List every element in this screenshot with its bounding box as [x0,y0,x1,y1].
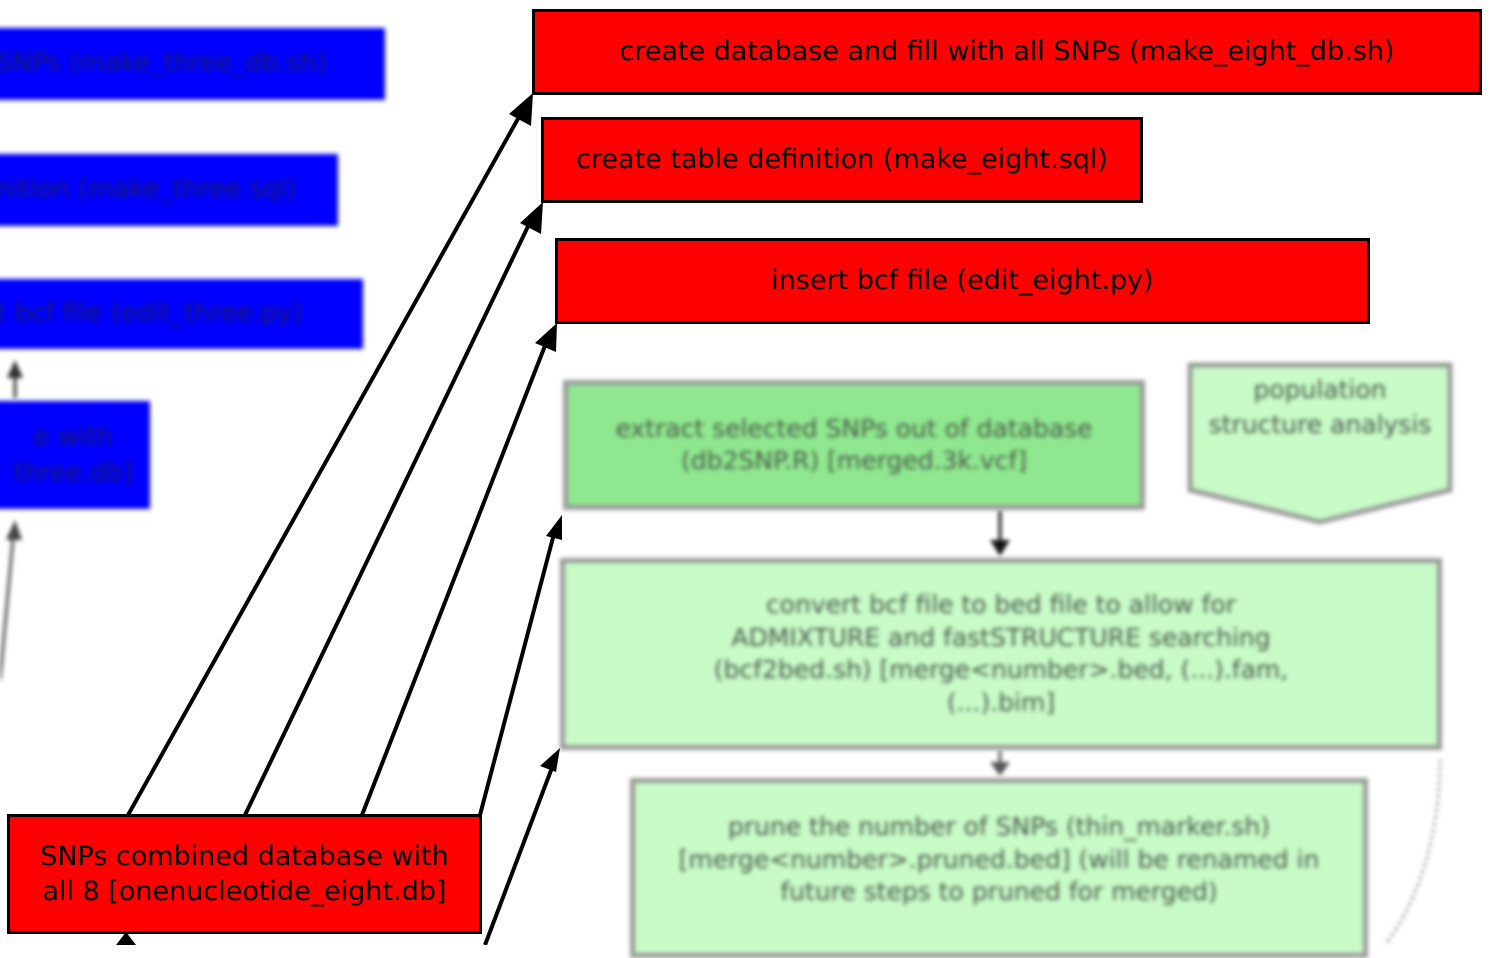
blue-node-combined-db: e with three.db] [0,401,150,509]
arrowhead-extract [546,515,562,540]
combined-database-label: SNPs combined database with all 8 [onenu… [40,841,449,907]
insert-bcf-label: insert bcf file (edit_eight.py) [771,265,1154,297]
create-table-node: create table definition (make_eight.sql) [541,117,1143,203]
blue-node-insert-bcf: t bcf file (edit_three.py) [0,279,363,349]
blue-node-create-table: nition (make_three.sql) [0,154,338,226]
create-database-node: create database and fill with all SNPs (… [532,9,1482,95]
convert-bcf-label: convert bcf file to bed file to allow fo… [713,590,1289,717]
arrowhead-combined-db [116,932,136,945]
population-structure-shape [1187,362,1453,525]
edge-to-blue-4 [0,527,16,681]
blue-node-combined-db-label: e with three.db] [12,422,134,488]
blue-node-create-table-label: nition (make_three.sql) [0,174,297,205]
create-table-label: create table definition (make_eight.sql) [576,144,1108,176]
blue-node-create-db: SNPs (make_three_db.sh) [0,28,385,100]
convert-bcf-node: convert bcf file to bed file to allow fo… [560,558,1442,750]
edge-combined-to-create-db [126,107,526,816]
arrowhead-blue-4 [6,520,22,540]
prune-snps-node: prune the number of SNPs (thin_marker.sh… [630,778,1368,958]
population-structure-label: population structure analysis [1208,375,1432,439]
insert-bcf-node: insert bcf file (edit_eight.py) [555,238,1370,324]
edge-combined-to-create-table [243,215,535,816]
edge-combined-to-insert-bcf [360,337,550,816]
combined-database-node: SNPs combined database with all 8 [onenu… [7,814,482,934]
arrowhead-insert-bcf [535,323,557,352]
edge-combined-to-extract [478,529,557,816]
edge-to-convert [483,764,555,945]
arrowhead-blue-3 [7,360,23,378]
extract-snps-label: extract selected SNPs out of database (d… [615,413,1093,476]
arrowhead-create-db [509,93,533,126]
arrowhead-convert [990,540,1010,556]
arrowhead-create-table [520,202,543,234]
create-database-label: create database and fill with all SNPs (… [619,36,1395,68]
extract-snps-node: extract selected SNPs out of database (d… [563,380,1145,510]
arrowhead-prune [990,762,1010,776]
blue-node-create-db-label: SNPs (make_three_db.sh) [0,48,327,79]
blue-node-insert-bcf-label: t bcf file (edit_three.py) [0,298,303,329]
arrowhead-convert-bcf [540,748,560,772]
prune-snps-label: prune the number of SNPs (thin_marker.sh… [678,812,1320,906]
